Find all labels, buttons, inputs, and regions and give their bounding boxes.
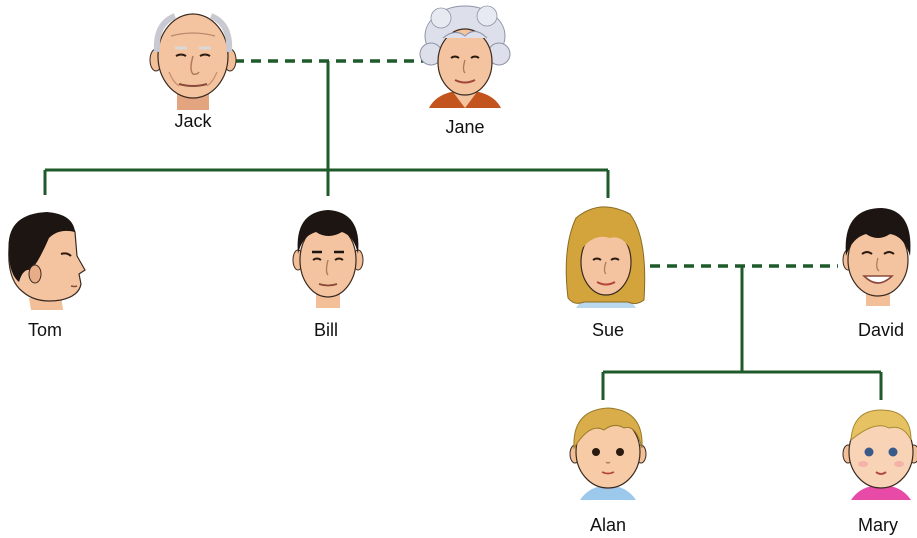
person-name-jane: Jane: [445, 117, 485, 137]
person-name-bill: Bill: [313, 320, 339, 340]
man-profile-icon: [8, 212, 86, 310]
person-name-tom: Tom: [27, 320, 63, 340]
person-name-jack: Jack: [174, 111, 212, 131]
baby-girl-icon: [842, 409, 917, 500]
person-name-alan: Alan: [589, 515, 627, 535]
man-icon: [292, 210, 364, 308]
connector-lines: [43, 59, 883, 400]
person-name-sue: Sue: [591, 320, 625, 340]
boy-toddler-icon: [569, 407, 647, 500]
elderly-woman-icon: [419, 5, 511, 108]
smiling-man-icon: [842, 208, 911, 306]
person-name-mary: Mary: [858, 515, 898, 535]
woman-icon: [565, 206, 646, 308]
elderly-man-icon: [149, 13, 237, 110]
person-name-david: David: [857, 320, 905, 340]
